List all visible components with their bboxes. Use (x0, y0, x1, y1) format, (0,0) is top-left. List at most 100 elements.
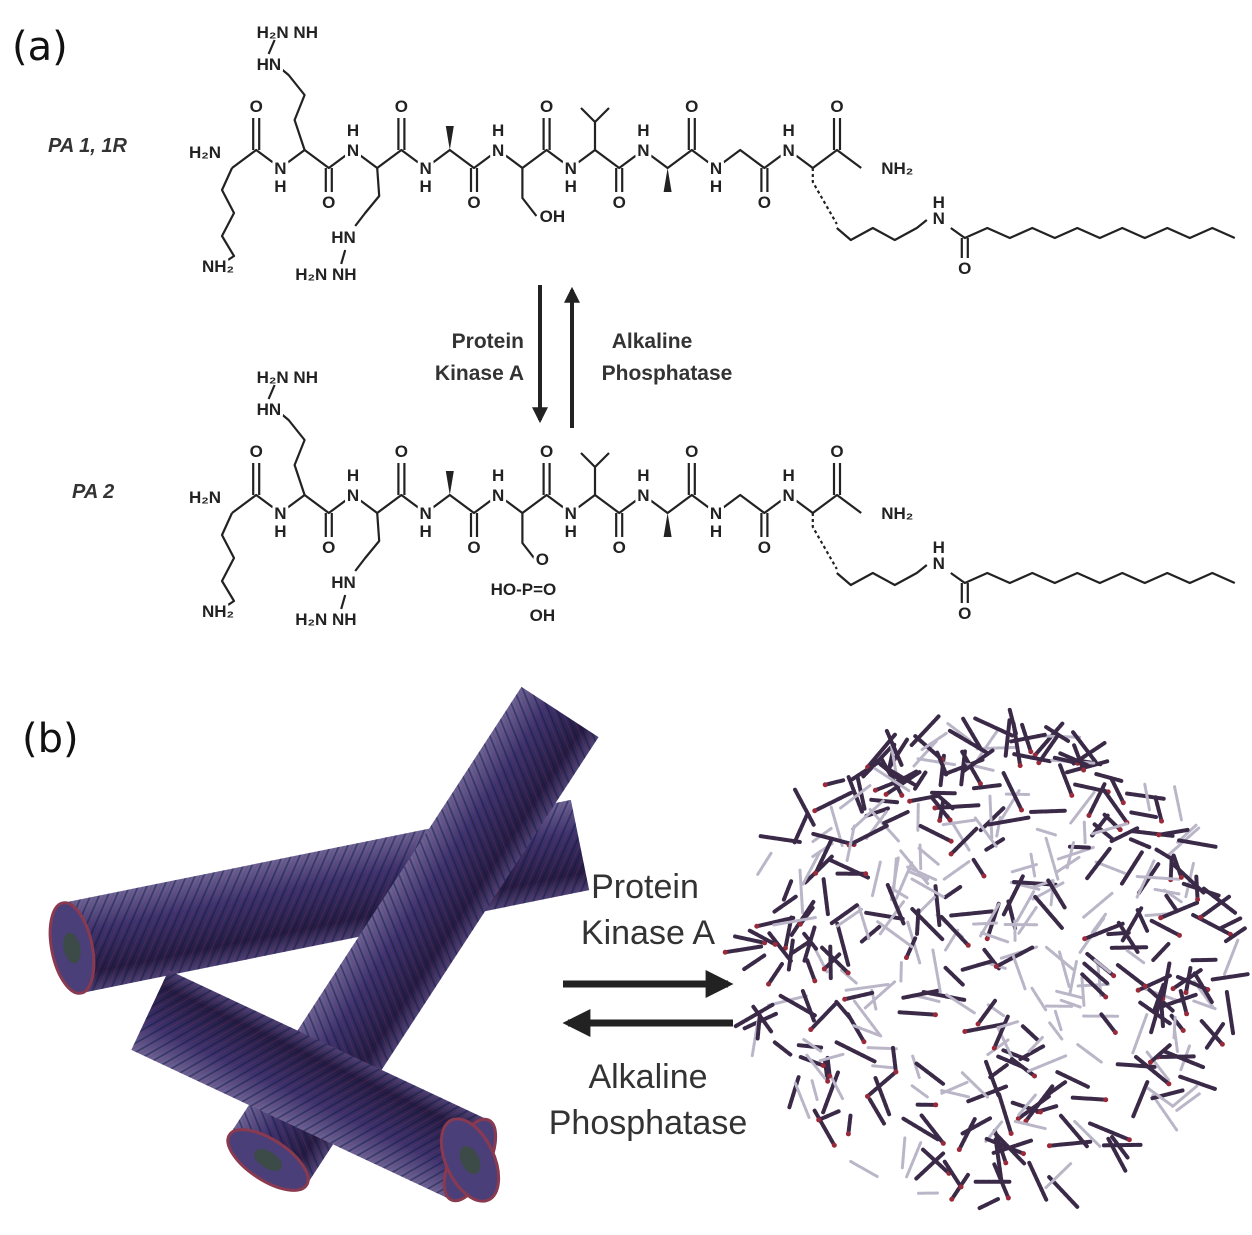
pa-molecule (1169, 1013, 1186, 1033)
atom-label: O (685, 442, 698, 461)
pa-molecule (1135, 875, 1181, 881)
atom-label: H (565, 522, 577, 541)
pa-molecule (822, 952, 842, 971)
pa-molecule (1210, 972, 1250, 982)
atom-label: HN (331, 573, 356, 592)
arginine-side-chain (275, 64, 306, 151)
pa-molecule (835, 907, 864, 928)
atom-label: N (637, 141, 649, 160)
pa-molecule (847, 823, 889, 848)
pa1-structure: H₂NONHONHONHONHONHONHONHONHONH₂NH₂HNH₂N … (186, 20, 1236, 287)
serine-side-chain (521, 168, 538, 217)
pa-molecule (1192, 971, 1214, 1004)
pa-molecule (871, 1064, 895, 1070)
pa-molecule (798, 868, 805, 916)
pa-molecule (1181, 881, 1221, 898)
reverse-enzyme-a-line2: Phosphatase (602, 362, 733, 385)
atom-label: O (250, 97, 263, 116)
atom-label: H (710, 522, 722, 541)
pa-molecule (943, 965, 965, 987)
pa-molecule (943, 885, 963, 900)
pa-molecule (873, 1076, 892, 1117)
atom-label: NH₂ (202, 257, 234, 276)
pa-molecule (1155, 1054, 1196, 1060)
pa-molecule (1131, 1080, 1150, 1119)
pa-molecule (1009, 732, 1047, 744)
pa-molecule (846, 1113, 853, 1136)
pa-molecule (1068, 960, 1078, 996)
pa-molecule (1071, 730, 1098, 764)
pa-molecule (767, 931, 793, 963)
pa-molecule (997, 1092, 1014, 1136)
atom-label: O (958, 259, 971, 278)
pa-molecule (1053, 1009, 1063, 1032)
pa-molecule (1164, 893, 1180, 914)
atom-label: N (419, 504, 431, 523)
arginine-side-chain (354, 167, 381, 227)
atom-label: N (347, 486, 359, 505)
pa-molecule (845, 824, 856, 863)
atom-label: N (274, 504, 286, 523)
pa-molecule (1003, 718, 1012, 758)
pa-molecule (772, 1040, 793, 1057)
pa-molecule (1161, 992, 1198, 1008)
atom-label: H₂N NH (295, 265, 356, 284)
pa-molecule (1222, 938, 1240, 976)
atom-label: HN (331, 228, 356, 247)
lysine-side-chain (811, 168, 838, 225)
pa-molecule (935, 750, 949, 777)
serine-side-chain (521, 513, 538, 562)
atom-label: N (933, 554, 945, 573)
alanine-methyl (445, 471, 454, 495)
pa-molecule (1110, 1134, 1130, 1160)
pa-molecule (1080, 976, 1086, 1007)
pa-molecule (1099, 1012, 1118, 1035)
pa-molecule (1058, 763, 1074, 798)
pa-molecule (1153, 795, 1164, 824)
atom-label: HN (257, 55, 282, 74)
pa-molecule (960, 959, 994, 972)
pa1-name: PA 1, 1R (48, 135, 127, 157)
pa-molecule (919, 1113, 946, 1146)
atom-label: NH₂ (202, 602, 234, 621)
pa-molecule (949, 826, 979, 856)
pa-molecule (802, 925, 817, 963)
pa-molecule (1015, 890, 1036, 923)
atom-label: H (492, 121, 504, 140)
atom-label: N (933, 209, 945, 228)
atom-label: O (467, 538, 480, 557)
pa-molecule (976, 1197, 1000, 1211)
pa-molecule (921, 990, 967, 1002)
atom-label: H (347, 121, 359, 140)
pa-molecule (899, 849, 930, 886)
pa-molecule (1017, 1093, 1037, 1117)
pa-molecule (1223, 926, 1247, 944)
pa-molecule (970, 783, 1002, 791)
atom-label: N (492, 141, 504, 160)
pa-molecule (796, 1043, 824, 1050)
atom-label: H (274, 177, 286, 196)
arginine-side-chain (354, 512, 381, 572)
pa-molecule (792, 811, 810, 845)
pa-molecule (1109, 826, 1140, 844)
pa-molecule (945, 993, 976, 1015)
pa-molecule (932, 803, 981, 810)
pa-molecule (1177, 838, 1219, 849)
pa-molecule (946, 722, 972, 742)
pa-molecule (1033, 894, 1064, 930)
atom-label: N (782, 486, 794, 505)
pa-molecule (942, 860, 971, 881)
pa-molecule (1030, 986, 1048, 1012)
pa-molecule (1172, 1015, 1177, 1040)
pa-molecule (912, 739, 938, 768)
pa-molecule (918, 895, 936, 914)
pa-molecule (1082, 961, 1110, 986)
atom-label: N (565, 504, 577, 523)
forward-enzyme-b-line1: Protein (591, 868, 699, 906)
pa-molecule (1070, 1095, 1108, 1102)
atom-label: O (322, 193, 335, 212)
pa-molecule (1115, 963, 1148, 989)
pa-molecule (1131, 1013, 1149, 1055)
atom-label: H (782, 466, 794, 485)
pa-molecule (1001, 874, 1025, 918)
